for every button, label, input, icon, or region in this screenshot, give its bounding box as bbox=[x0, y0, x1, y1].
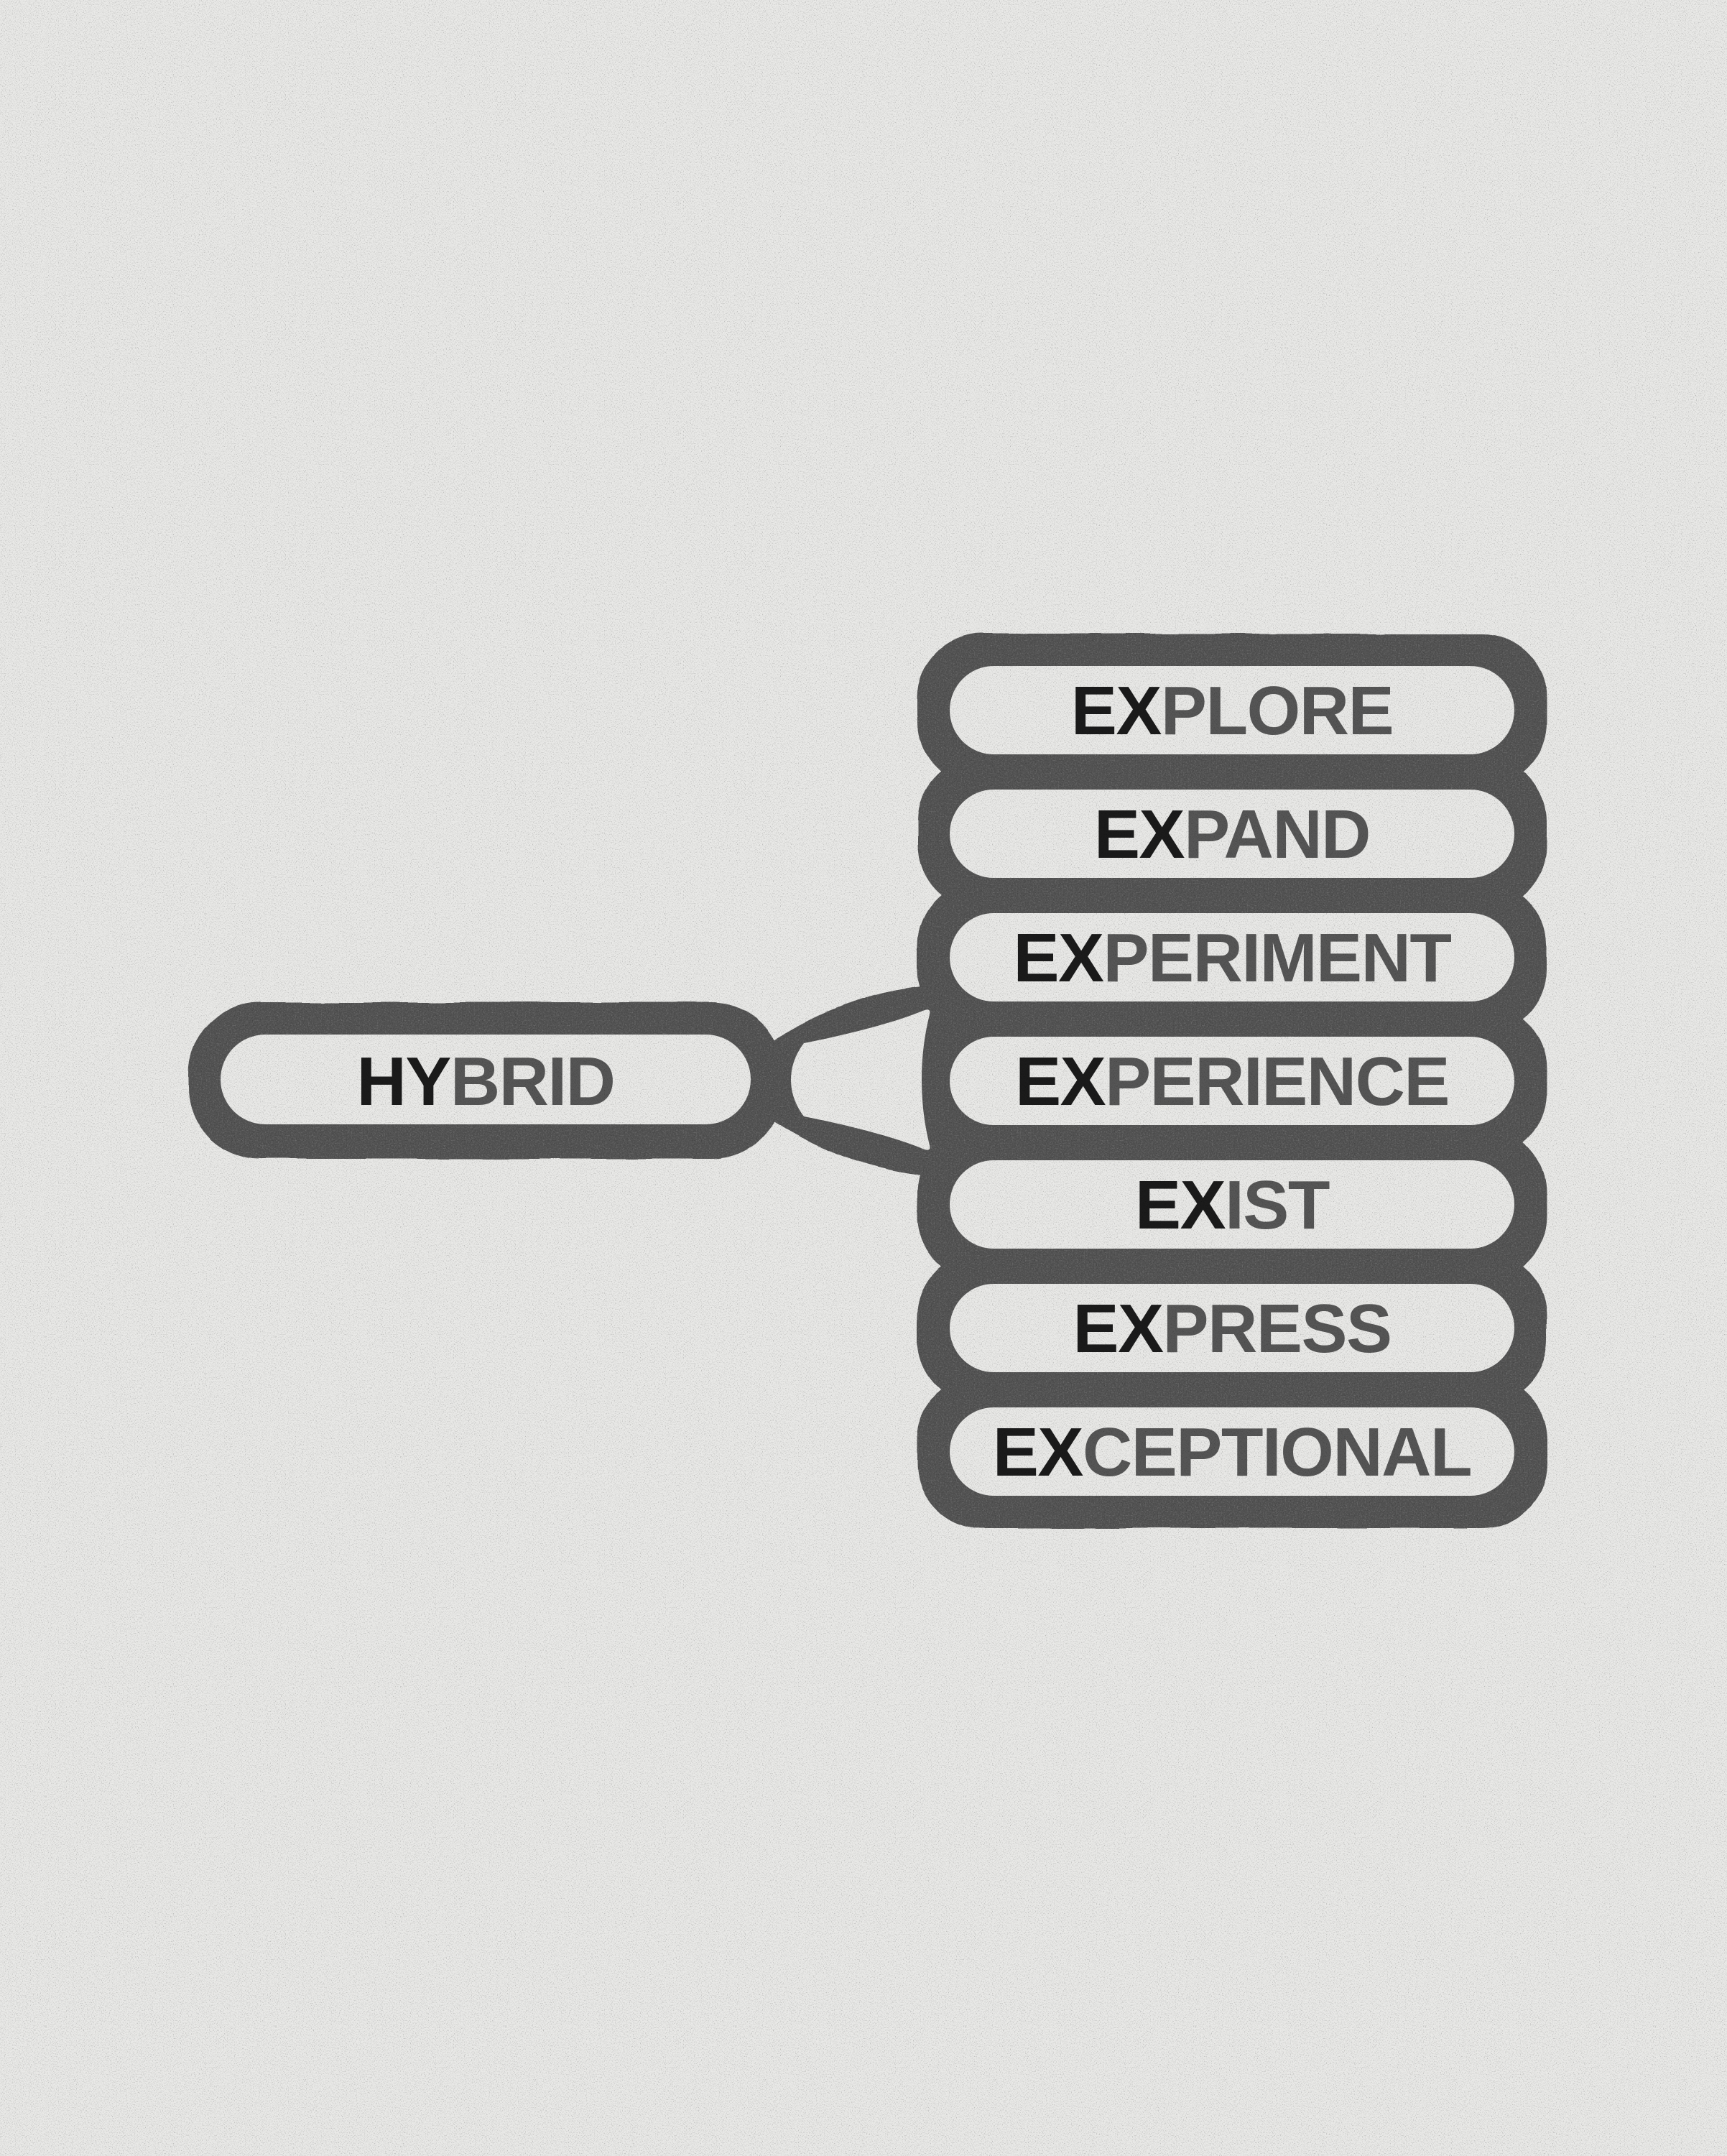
poster-canvas: HYBRID EXPLORE EXPAND EXPERIMENT EXPERIE… bbox=[0, 0, 1727, 2156]
hybrid-diagram: HYBRID EXPLORE EXPAND EXPERIMENT EXPERIE… bbox=[0, 0, 1727, 2156]
grain-overlay bbox=[0, 0, 1727, 2156]
